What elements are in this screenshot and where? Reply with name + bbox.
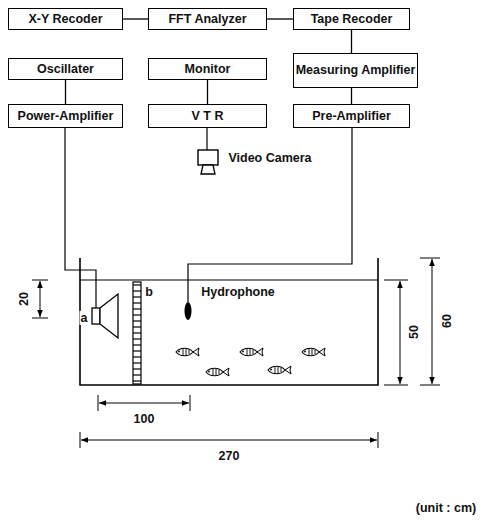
hydrophone (185, 302, 192, 320)
dimension-line (432, 259, 433, 384)
box-label: Tape Recoder (311, 12, 393, 26)
part-label: a (80, 311, 89, 325)
dimension-line (400, 281, 401, 384)
dimension-tick (190, 395, 191, 411)
dimension-tick (384, 280, 408, 281)
camera-lens (201, 165, 215, 174)
speaker-cone (100, 294, 118, 338)
dimension-tick (420, 385, 440, 386)
process-box: Measuring Amplifier (293, 53, 418, 88)
water-surface (80, 279, 378, 280)
speaker-magnet (92, 308, 100, 324)
signal-connector (351, 88, 352, 104)
dimension-line (40, 281, 41, 317)
dimension-label: 60 (440, 313, 454, 329)
tank-wall (80, 258, 378, 385)
hydrophone-cable (188, 128, 352, 302)
fish (302, 348, 325, 356)
camera-cable (206, 128, 207, 150)
signal-connector (123, 18, 148, 19)
fish (206, 368, 229, 376)
dimension-label: 50 (407, 324, 421, 340)
dimension-tick (98, 395, 99, 411)
signal-connector (267, 18, 293, 19)
net-barrier (133, 282, 141, 384)
dimension-label: 270 (218, 449, 241, 463)
dimension-tick (378, 432, 379, 448)
dimension-line (81, 440, 377, 441)
box-label: Power-Amplifier (18, 109, 114, 123)
dimension-tick (80, 432, 81, 448)
dimension-tick (32, 318, 48, 319)
part-label: (unit : cm) (415, 501, 477, 515)
box-label: V T R (192, 109, 224, 123)
dimension-tick (32, 280, 48, 281)
process-box: Oscillater (8, 58, 123, 80)
speaker-cable (65, 128, 96, 308)
box-label: Measuring Amplifier (296, 63, 416, 77)
process-box: Tape Recoder (293, 8, 410, 30)
process-box: V T R (148, 104, 267, 128)
box-label: Pre-Amplifier (312, 109, 391, 123)
dimension-line (99, 403, 189, 404)
process-box: Monitor (148, 58, 267, 80)
box-label: Oscillater (37, 62, 94, 76)
dimension-label: 100 (133, 412, 156, 426)
part-label: Hydrophone (200, 285, 276, 299)
signal-connector (207, 80, 208, 104)
part-label: b (144, 285, 154, 299)
fish (268, 366, 291, 374)
dimension-tick (384, 385, 408, 386)
box-label: FFT Analyzer (168, 12, 246, 26)
dimension-label: 20 (17, 291, 31, 307)
signal-connector (65, 80, 66, 104)
process-box: FFT Analyzer (148, 8, 267, 30)
process-box: Pre-Amplifier (293, 104, 410, 128)
signal-connector (351, 30, 352, 53)
process-box: X-Y Recoder (8, 8, 123, 30)
part-label: Video Camera (227, 151, 312, 165)
box-label: X-Y Recoder (28, 12, 102, 26)
dimension-tick (420, 258, 440, 259)
video-camera (198, 150, 218, 165)
fish (176, 348, 199, 356)
fish (240, 348, 263, 356)
box-label: Monitor (185, 62, 231, 76)
process-box: Power-Amplifier (8, 104, 123, 128)
